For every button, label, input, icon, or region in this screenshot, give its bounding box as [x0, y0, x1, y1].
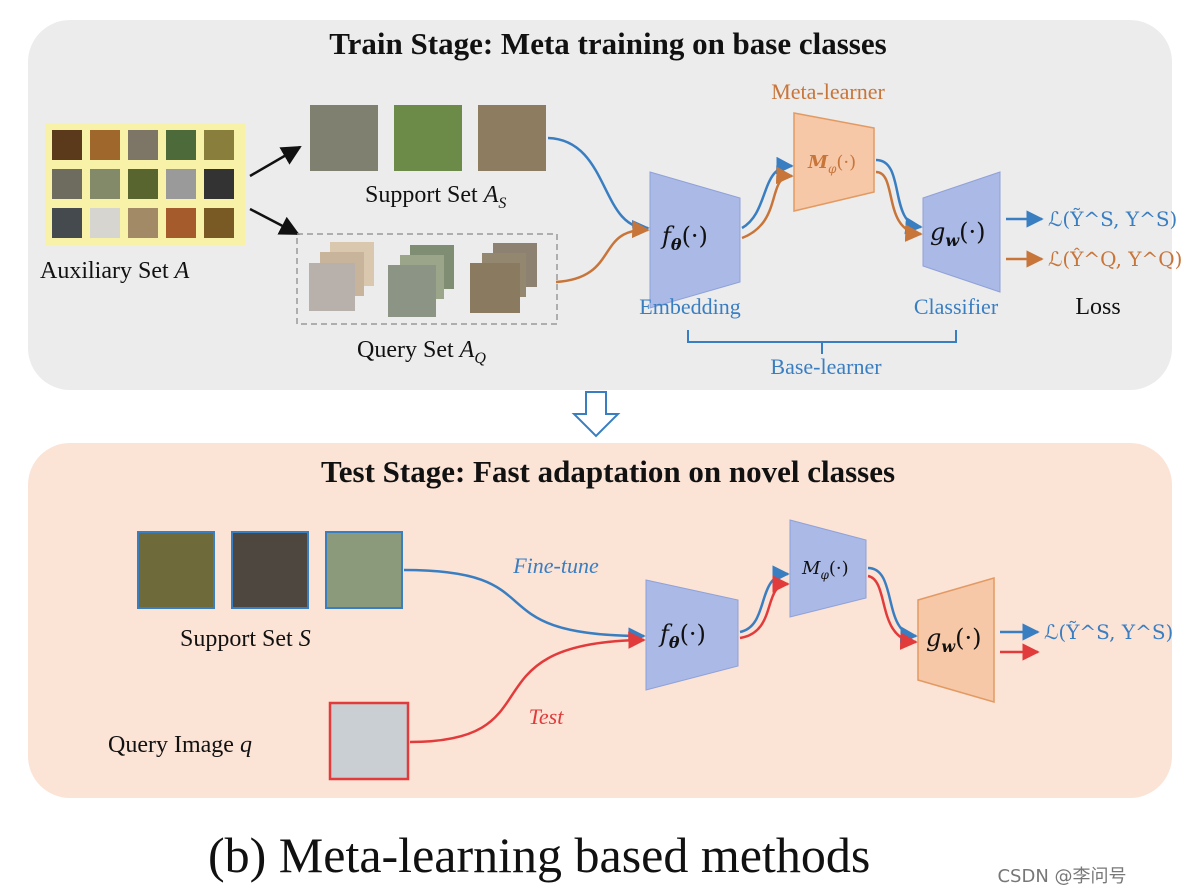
embedding-label: Embedding [639, 294, 740, 319]
classifier-label: Classifier [914, 294, 999, 319]
test-embedding-fn: fθ(·) [658, 620, 706, 652]
test-meta-to-classifier-red-arrow [867, 574, 918, 650]
train-support-loss: ℒ(Ỹ^S, Y^S) [1048, 207, 1177, 231]
query-to-test-embedding-arrow [409, 631, 646, 744]
train-embedding-module [649, 171, 741, 309]
support-image-bird [394, 105, 462, 171]
test-embedding-module [645, 579, 739, 691]
auxiliary-set-image-grid [45, 123, 245, 245]
fine-tune-label: Fine-tune [512, 553, 599, 578]
embedding-to-meta-orange-arrow [741, 166, 794, 240]
train-embedding-fn: fθ(·) [660, 222, 708, 254]
train-query-loss: ℒ(Ŷ^Q, Y^Q) [1048, 247, 1182, 271]
meta-to-classifier-blue-arrow [875, 158, 923, 235]
test-meta-fn: Mφ(·) [801, 558, 849, 582]
train-query-set-box [296, 233, 558, 325]
train-support-images [310, 105, 546, 171]
test-label: Test [529, 704, 565, 729]
support-image-elephant [478, 105, 546, 171]
test-embedding-to-meta-red-arrow [739, 575, 790, 640]
support-image-cat [310, 105, 378, 171]
test-stage-panel [28, 443, 1172, 798]
train-query-set-label: Query Set AQ [357, 337, 486, 367]
train-classifier-module [922, 171, 1001, 293]
test-meta-learner-module [789, 519, 867, 618]
support-to-test-embedding-arrow [403, 568, 646, 645]
train-meta-learner-module [793, 112, 875, 212]
figure-caption: (b) Meta-learning based methods [208, 827, 870, 883]
base-learner-brace [687, 330, 957, 354]
aux-to-query-arrow [249, 207, 300, 236]
train-classifier-fn: gw(·) [930, 218, 986, 250]
support-image-panda [325, 531, 403, 609]
test-support-loss: ℒ(Ỹ^S, Y^S) [1044, 620, 1173, 644]
test-classifier-module [917, 577, 995, 703]
test-classifier-fn: gw(·) [926, 624, 982, 656]
train-support-set-label: Support Set AS [365, 182, 506, 212]
train-meta-fn: Mφ(·) [807, 152, 856, 176]
train-stage-title: Train Stage: Meta training on base class… [329, 26, 886, 61]
loss-label: Loss [1075, 294, 1120, 320]
watermark: CSDN @李问号 [997, 866, 1126, 887]
query-image [328, 701, 410, 781]
meta-learner-label: Meta-learner [771, 79, 885, 104]
test-support-set-label: Support Set S [180, 626, 311, 652]
meta-to-classifier-orange-arrow [875, 170, 923, 242]
test-support-images [137, 531, 403, 609]
support-image-dog [231, 531, 309, 609]
aux-to-support-arrow [249, 145, 302, 178]
query-image-label: Query Image q [108, 732, 252, 758]
auxiliary-set-label: Auxiliary Set A [40, 258, 190, 284]
base-learner-label: Base-learner [770, 354, 882, 379]
test-stage-title: Test Stage: Fast adaptation on novel cla… [321, 454, 895, 489]
query-to-embedding-arrow [555, 220, 650, 284]
stage-transition-arrow [571, 391, 621, 438]
support-image-mushroom [137, 531, 215, 609]
